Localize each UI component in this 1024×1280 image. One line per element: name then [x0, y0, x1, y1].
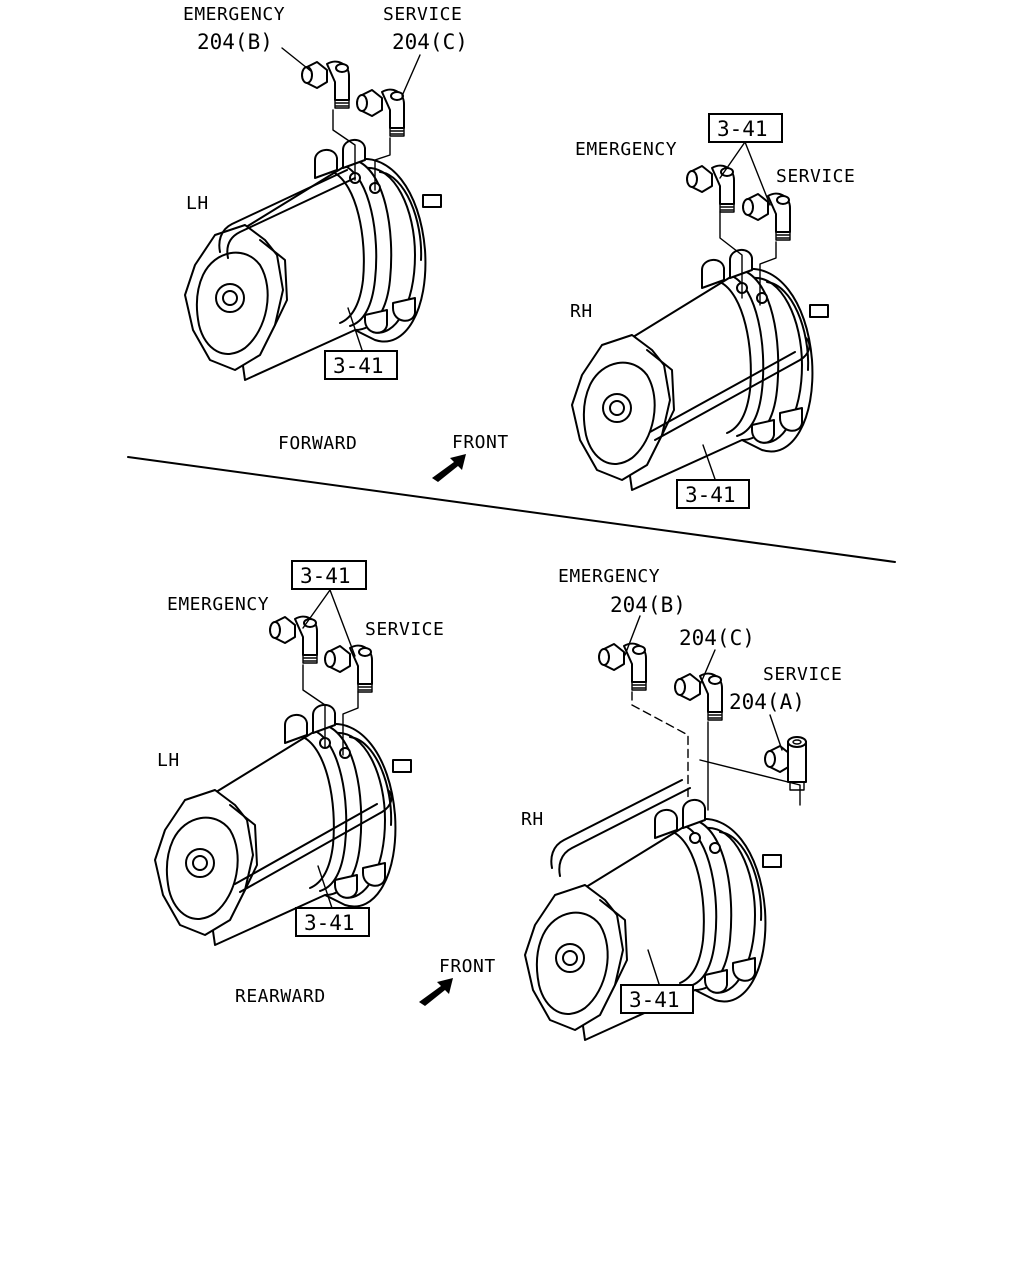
front-top-arrow-icon: [432, 454, 466, 482]
tr-ref-top-text: 3-41: [717, 117, 768, 141]
br-assembly: [524, 615, 807, 1041]
bl-side-label: LH: [157, 750, 180, 771]
bl-service-label: SERVICE: [365, 619, 444, 640]
bl-assembly: [154, 589, 412, 946]
bl-ref-text: 3-41: [304, 911, 355, 935]
tl-assembly: [184, 47, 442, 381]
tl-emergency-label: EMERGENCY: [183, 4, 285, 25]
tr-ref-box: [676, 479, 750, 509]
tl-ref-text: 3-41: [333, 354, 384, 378]
forward-label: FORWARD: [278, 433, 357, 454]
tl-emergency-part: 204(B): [197, 30, 273, 54]
bl-ref-top-text: 3-41: [300, 564, 351, 588]
tl-service-part: 204(C): [392, 30, 468, 54]
br-emergency-part: 204(B): [610, 593, 686, 617]
tl-service-label: SERVICE: [383, 4, 462, 25]
tr-emergency-label: EMERGENCY: [575, 139, 677, 160]
tr-assembly: [571, 141, 829, 491]
rearward-label: REARWARD: [235, 986, 326, 1007]
br-side-label: RH: [521, 809, 544, 830]
br-ref-text: 3-41: [629, 988, 680, 1012]
br-ref-box: [620, 984, 694, 1014]
tr-ref-top-box: [708, 113, 783, 143]
br-service-label: SERVICE: [763, 664, 842, 685]
bl-emergency-label: EMERGENCY: [167, 594, 269, 615]
front-top-label: FRONT: [452, 432, 509, 453]
tr-service-label: SERVICE: [776, 166, 855, 187]
tr-ref-text: 3-41: [685, 483, 736, 507]
section-divider: [127, 456, 896, 563]
bl-ref-box: [295, 907, 370, 937]
tr-side-label: RH: [570, 301, 593, 322]
br-service-c-part: 204(C): [679, 626, 755, 650]
br-service-a-part: 204(A): [729, 690, 805, 714]
bl-ref-top-box: [291, 560, 367, 590]
front-bottom-label: FRONT: [439, 956, 496, 977]
front-bottom-arrow-icon: [419, 978, 453, 1006]
tl-ref-box: [324, 350, 398, 380]
tl-side-label: LH: [186, 193, 209, 214]
br-emergency-label: EMERGENCY: [558, 566, 660, 587]
